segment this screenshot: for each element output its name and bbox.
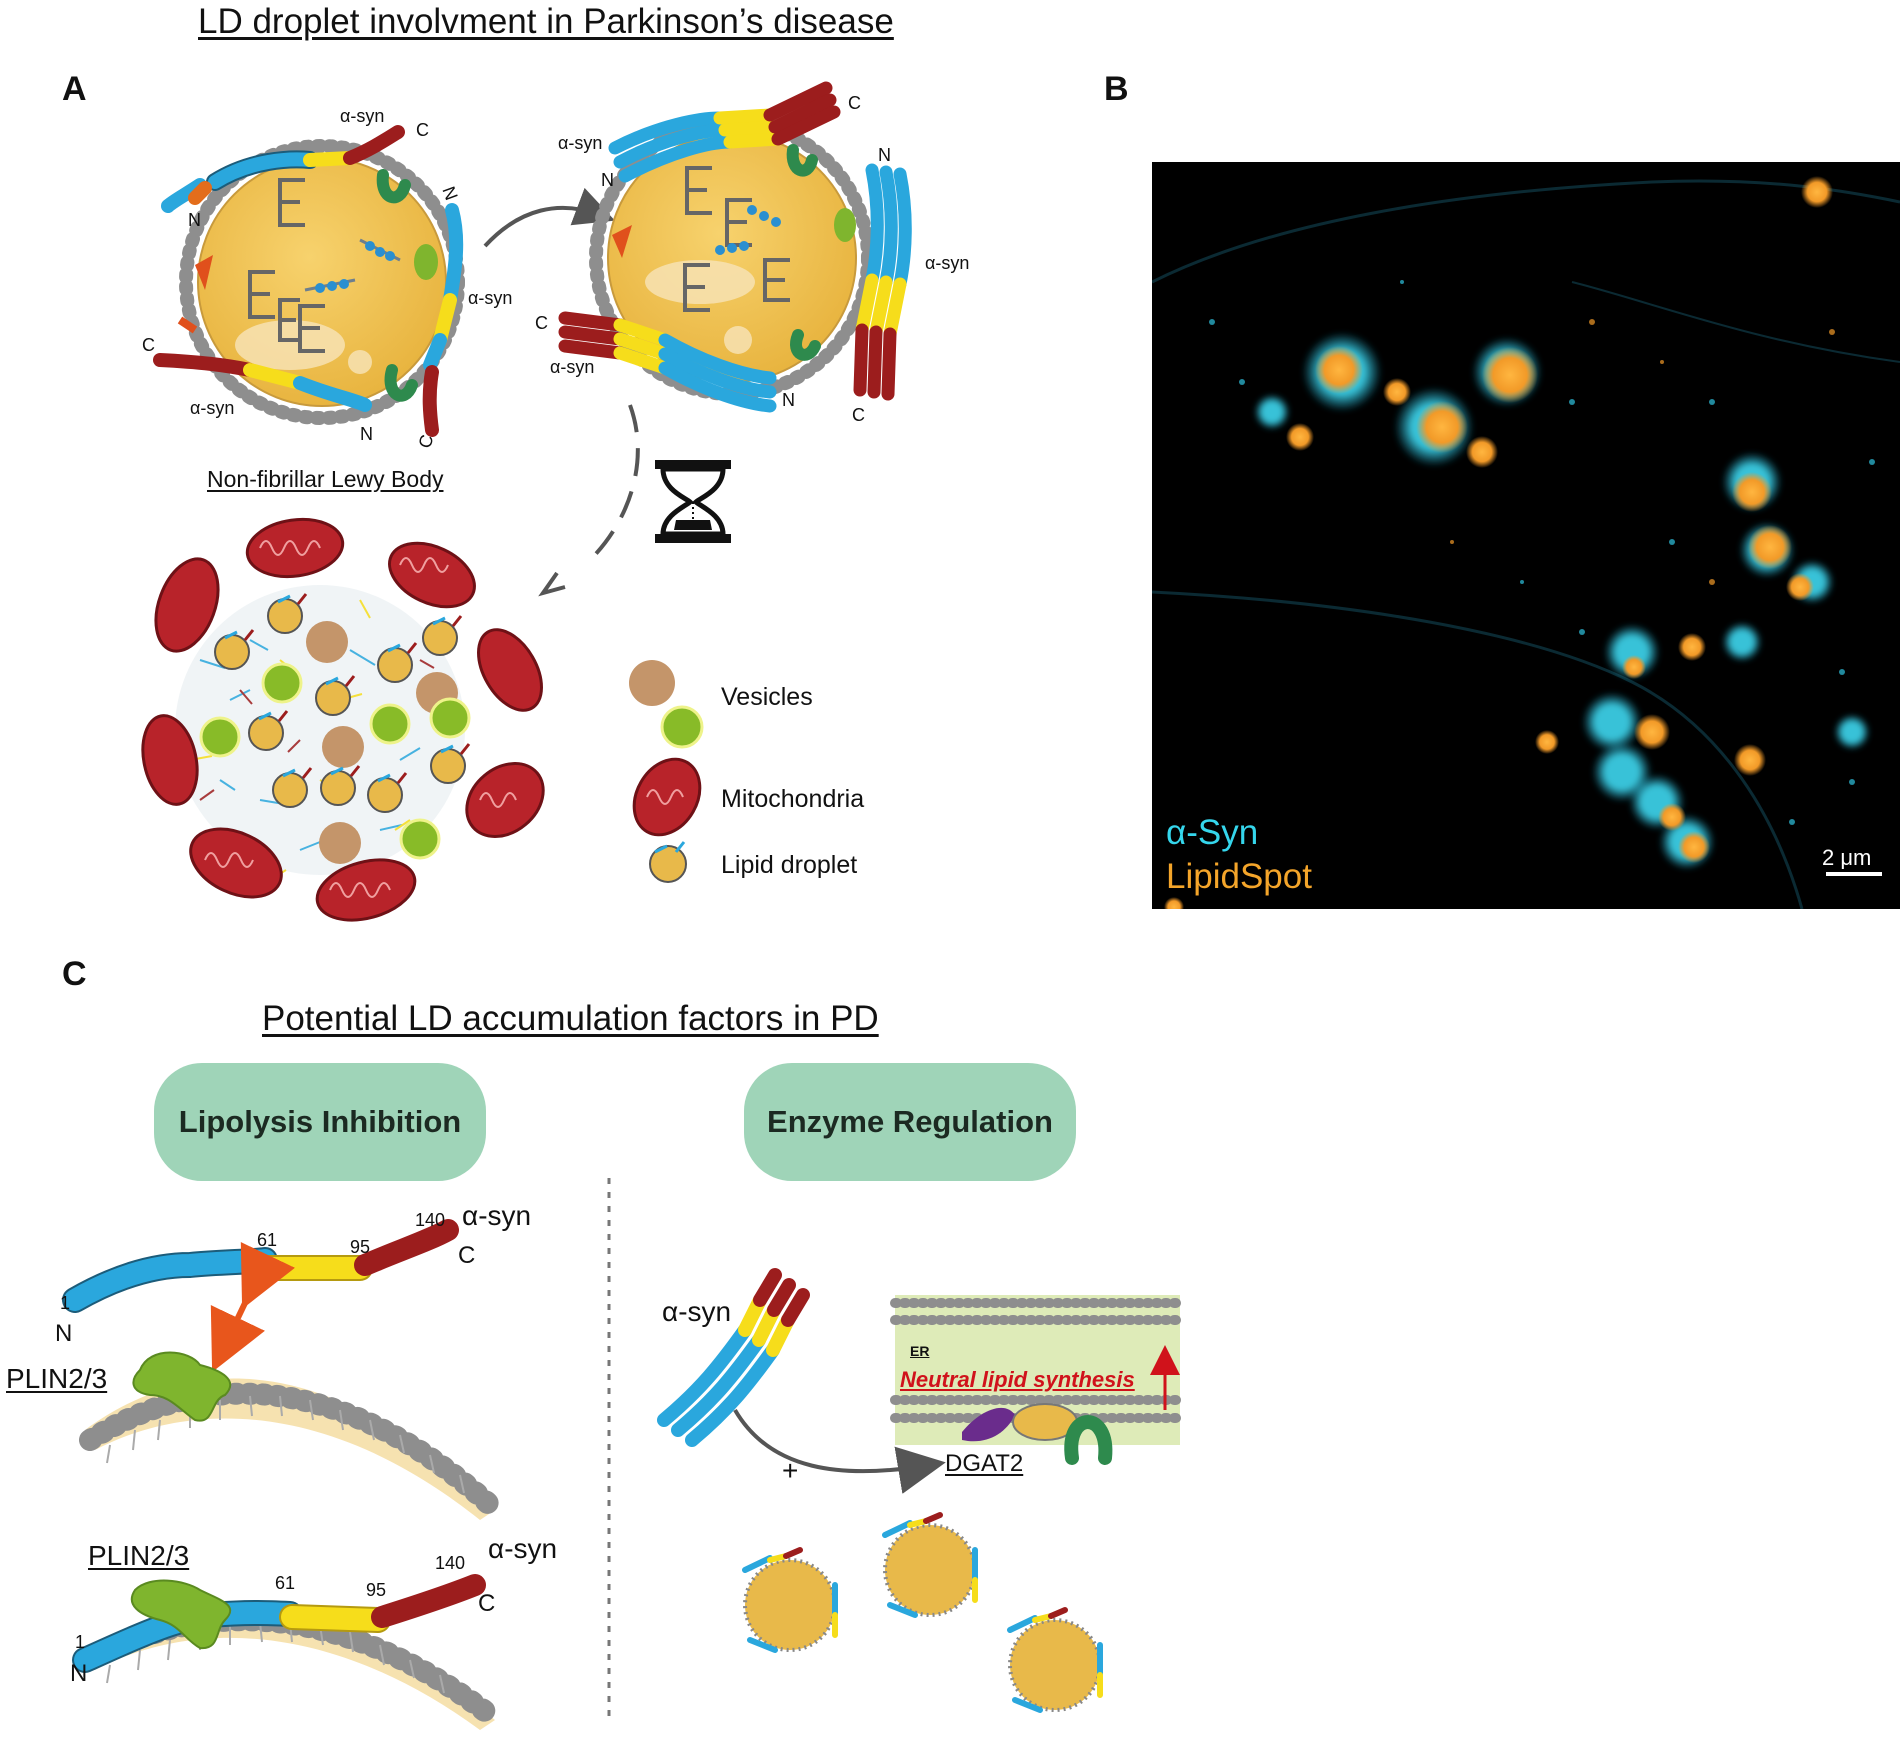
plus-sign: + [782,1455,798,1487]
lower-c-terminus: C [478,1590,495,1618]
lower-res-61: 61 [275,1573,295,1594]
upper-plin-label: PLIN2/3 [6,1363,107,1395]
lower-res-1: 1 [75,1632,85,1653]
dgat2-label: DGAT2 [945,1450,1023,1478]
lower-n-terminus: N [70,1660,87,1688]
lower-res-140: 140 [435,1553,465,1574]
er-label: ER [910,1343,929,1359]
upper-res-1: 1 [60,1293,70,1314]
neutral-lipid-synthesis-label: Neutral lipid synthesis [900,1367,1135,1393]
upper-c-terminus: C [458,1242,475,1270]
upper-asyn-label: α-syn [462,1200,531,1232]
upper-n-terminus: N [55,1320,72,1348]
upper-res-95: 95 [350,1237,370,1258]
right-asyn-label: α-syn [662,1296,731,1328]
lower-plin-label: PLIN2/3 [88,1540,189,1572]
upper-res-140: 140 [415,1210,445,1231]
enzyme-regulation-diagram [664,1275,1180,1710]
lower-lipolysis-diagram [85,1581,495,1730]
upper-res-61: 61 [257,1230,277,1251]
upper-lipolysis-diagram [75,1230,495,1520]
lower-res-95: 95 [366,1580,386,1601]
lower-asyn-label: α-syn [488,1533,557,1565]
